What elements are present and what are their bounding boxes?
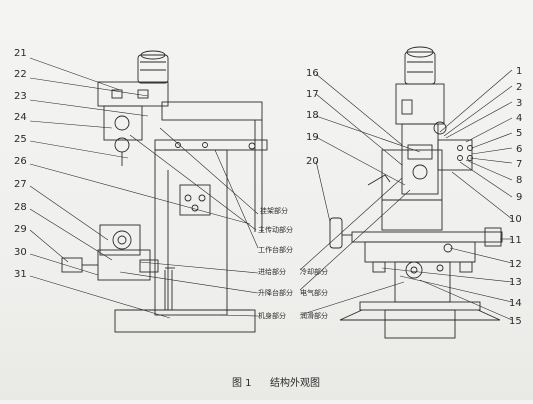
- callout-21: 21: [14, 48, 27, 59]
- callout-28: 28: [14, 202, 27, 213]
- callout-5: 5: [516, 128, 522, 139]
- label-cooling: 冷却部分: [300, 267, 328, 276]
- label-electrical: 电气部分: [300, 288, 328, 297]
- caption-title: 结构外观图: [270, 376, 320, 389]
- callout-18: 18: [306, 110, 319, 121]
- part-labels: 挂架部分 主传动部分 工作台部分 进给部分 升降台部分 机身部分 冷却部分 电气…: [258, 206, 328, 320]
- front-view-machine: [61, 50, 268, 333]
- label-hanger: 挂架部分: [260, 206, 288, 215]
- callout-8: 8: [516, 175, 522, 186]
- label-lift-table: 升降台部分: [258, 288, 293, 297]
- label-worktable: 工作台部分: [258, 245, 293, 254]
- caption-figure-number: 图 1: [232, 377, 252, 389]
- callout-13: 13: [509, 277, 522, 288]
- callout-24: 24: [14, 112, 27, 123]
- callout-6: 6: [516, 144, 522, 155]
- figure-caption: 图 1 结构外观图: [232, 376, 320, 389]
- callout-16: 16: [306, 68, 319, 79]
- callout-4: 4: [516, 113, 522, 124]
- callout-numbers-right: 1 2 3 4 5 6 7 8 9 10 11 12 13 14 15 16 1…: [306, 66, 522, 327]
- callout-9: 9: [516, 192, 522, 203]
- callout-2: 2: [516, 82, 522, 93]
- label-feed: 进给部分: [258, 267, 286, 276]
- label-body: 机身部分: [258, 311, 286, 320]
- callout-20: 20: [306, 156, 319, 167]
- callout-26: 26: [14, 156, 27, 167]
- callout-27: 27: [14, 179, 27, 190]
- callout-10: 10: [509, 214, 522, 225]
- callout-22: 22: [14, 69, 27, 80]
- callout-19: 19: [306, 132, 319, 143]
- label-lubrication: 润滑部分: [300, 311, 328, 320]
- label-main-drive: 主传动部分: [258, 225, 293, 234]
- callout-numbers-left: 21 22 23 24 25 26 27 28 29 30 31: [14, 48, 27, 280]
- callout-25: 25: [14, 134, 27, 145]
- callout-30: 30: [14, 247, 27, 258]
- callout-7: 7: [516, 159, 522, 170]
- callout-3: 3: [516, 98, 522, 109]
- callout-17: 17: [306, 89, 319, 100]
- callout-1: 1: [516, 66, 522, 77]
- callout-15: 15: [509, 316, 522, 327]
- callout-14: 14: [509, 298, 522, 309]
- left-leader-lines: [29, 57, 259, 319]
- callout-11: 11: [509, 235, 522, 246]
- callout-12: 12: [509, 259, 522, 270]
- side-view-machine: [329, 46, 503, 339]
- callout-23: 23: [14, 91, 27, 102]
- right-leader-lines: [299, 69, 513, 321]
- callout-31: 31: [14, 269, 27, 280]
- callout-29: 29: [14, 224, 27, 235]
